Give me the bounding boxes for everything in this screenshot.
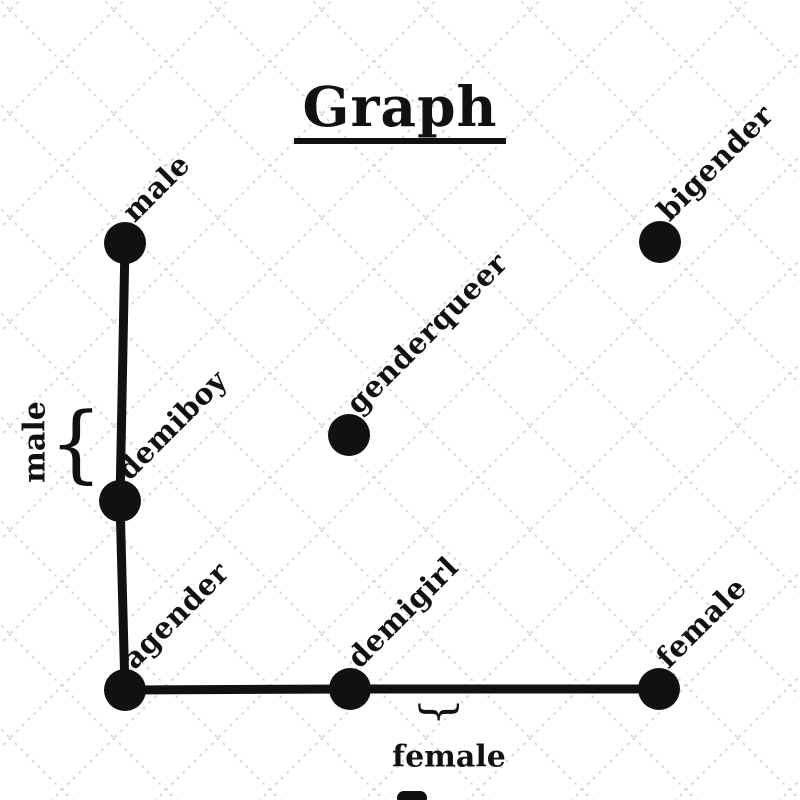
node-dot-demigirl (329, 668, 371, 710)
bottom-curly-brace-icon: { (412, 698, 463, 726)
node-dot-male (104, 222, 146, 264)
left-curly-brace-icon: { (49, 394, 103, 492)
node-dot-bigender (639, 221, 681, 263)
graph-nodes (99, 221, 681, 711)
bottom-brace-label: female (392, 739, 506, 775)
edge-male-demiboy (115, 238, 130, 506)
node-dot-genderqueer (328, 414, 370, 456)
node-dot-female (638, 668, 680, 710)
node-dot-demiboy (99, 480, 141, 522)
node-dot-agender (104, 669, 146, 711)
left-brace-label: male (17, 401, 53, 483)
edge-demiboy-agender (115, 496, 130, 695)
cropped-bottom-edge-mark (397, 791, 427, 800)
edge-agender-demigirl (120, 684, 355, 695)
graph-edges (115, 238, 664, 695)
